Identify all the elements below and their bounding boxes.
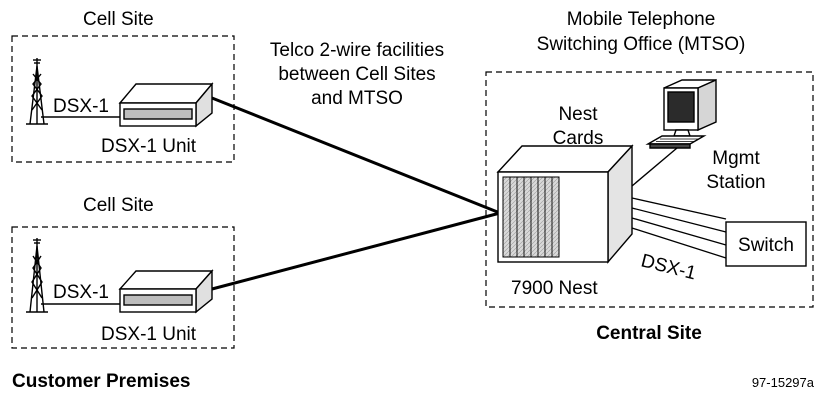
switch-box	[725, 221, 807, 267]
telco-caption-line-3: and MTSO	[311, 88, 403, 109]
cell-site-top: Cell Site DSX-1 DSX-1 Unit	[11, 9, 235, 163]
figure-id: 97-15297a	[752, 375, 815, 390]
central-site-boundary	[485, 71, 814, 308]
cell-site-top-title: Cell Site	[83, 9, 154, 30]
mtso-title-line-1: Mobile Telephone	[567, 9, 716, 30]
cell-site-bottom: Cell Site DSX-1 DSX-1 Unit	[11, 195, 235, 349]
nest-chassis-icon	[496, 144, 634, 264]
central-site-label: Central Site	[596, 323, 702, 344]
customer-premises-label: Customer Premises	[12, 371, 190, 392]
mtso-title-line-2: Switching Office (MTSO)	[537, 34, 746, 55]
dsx1-bundle-lines	[631, 197, 727, 259]
mgmt-station-label-line-2: Station	[706, 172, 765, 193]
switch-label: Switch	[738, 235, 794, 256]
computer-icon	[645, 78, 717, 149]
dsx1-link-label-bottom: DSX-1	[53, 282, 109, 303]
telco-caption-line-2: between Cell Sites	[278, 64, 435, 85]
nest-label: 7900 Nest	[511, 278, 598, 299]
two-wire-facility-line-bottom	[211, 211, 501, 291]
dsx1-unit-icon	[118, 269, 214, 314]
nest-cards-label-line-2: Cards	[553, 128, 604, 149]
mgmt-station-label-line-1: Mgmt	[712, 148, 760, 169]
cell-site-bottom-boundary	[11, 226, 235, 349]
dsx1-unit-label-top: DSX-1 Unit	[101, 136, 197, 157]
antenna-tower-icon	[26, 238, 48, 313]
telco-caption-line-1: Telco 2-wire facilities	[270, 40, 444, 61]
cell-site-top-boundary	[11, 35, 235, 163]
dsx1-bundle-label: DSX-1	[639, 250, 698, 284]
central-site: Mobile Telephone Switching Office (MTSO)…	[485, 9, 814, 344]
dsx1-link-label-top: DSX-1	[53, 96, 109, 117]
antenna-tower-icon	[26, 58, 48, 125]
cell-site-bottom-title: Cell Site	[83, 195, 154, 216]
dsx1-unit-label-bottom: DSX-1 Unit	[101, 324, 197, 345]
nest-cards-label-line-1: Nest	[558, 104, 598, 125]
telco-facilities-caption: Telco 2-wire facilities between Cell Sit…	[270, 40, 444, 109]
dsx1-unit-icon	[118, 82, 214, 128]
two-wire-facility-line-top	[211, 96, 501, 215]
mgmt-station-link	[631, 147, 678, 187]
